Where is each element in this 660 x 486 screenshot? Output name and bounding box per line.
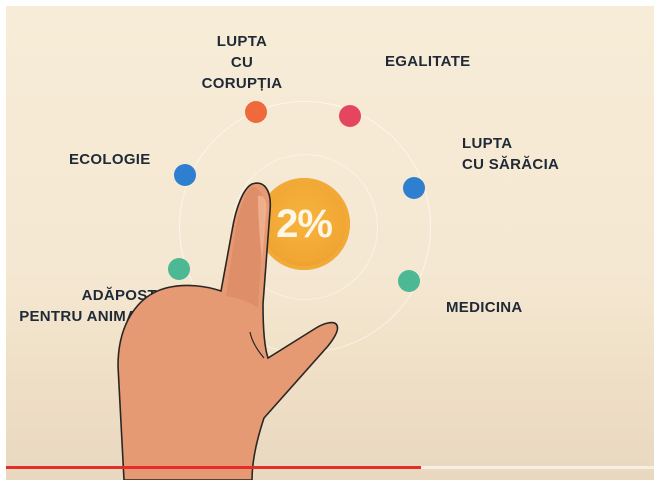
cause-dot-corruption (245, 101, 267, 123)
thumb-crease (249, 331, 265, 359)
cause-label-equality: EGALITATE (385, 53, 471, 70)
cause-label-corruption: LUPTA CU CORUPȚIA (201, 33, 283, 92)
cause-dot-poverty (403, 177, 425, 199)
cause-label-ecology: ECOLOGIE (69, 151, 151, 168)
cause-dot-animals (168, 258, 190, 280)
cause-dot-equality (339, 105, 361, 127)
hand-palm (117, 182, 339, 480)
cause-dot-ecology (174, 164, 196, 186)
cause-label-poverty: LUPTA CU SĂRĂCIA (462, 135, 560, 173)
cause-label-medicine: MEDICINA (446, 299, 523, 316)
video-progress-played (6, 466, 421, 469)
percent-coin: 2% (258, 178, 350, 270)
coin-percent-text: 2% (276, 201, 333, 246)
pointing-hand-illustration (117, 182, 339, 480)
video-progress-bar[interactable] (6, 466, 654, 469)
finger-highlight (258, 195, 267, 261)
video-frame[interactable]: LUPTA CU CORUPȚIA EGALITATE LUPTA CU SĂR… (6, 6, 654, 480)
cause-dot-medicine (398, 270, 420, 292)
hand-shadow (226, 186, 265, 308)
